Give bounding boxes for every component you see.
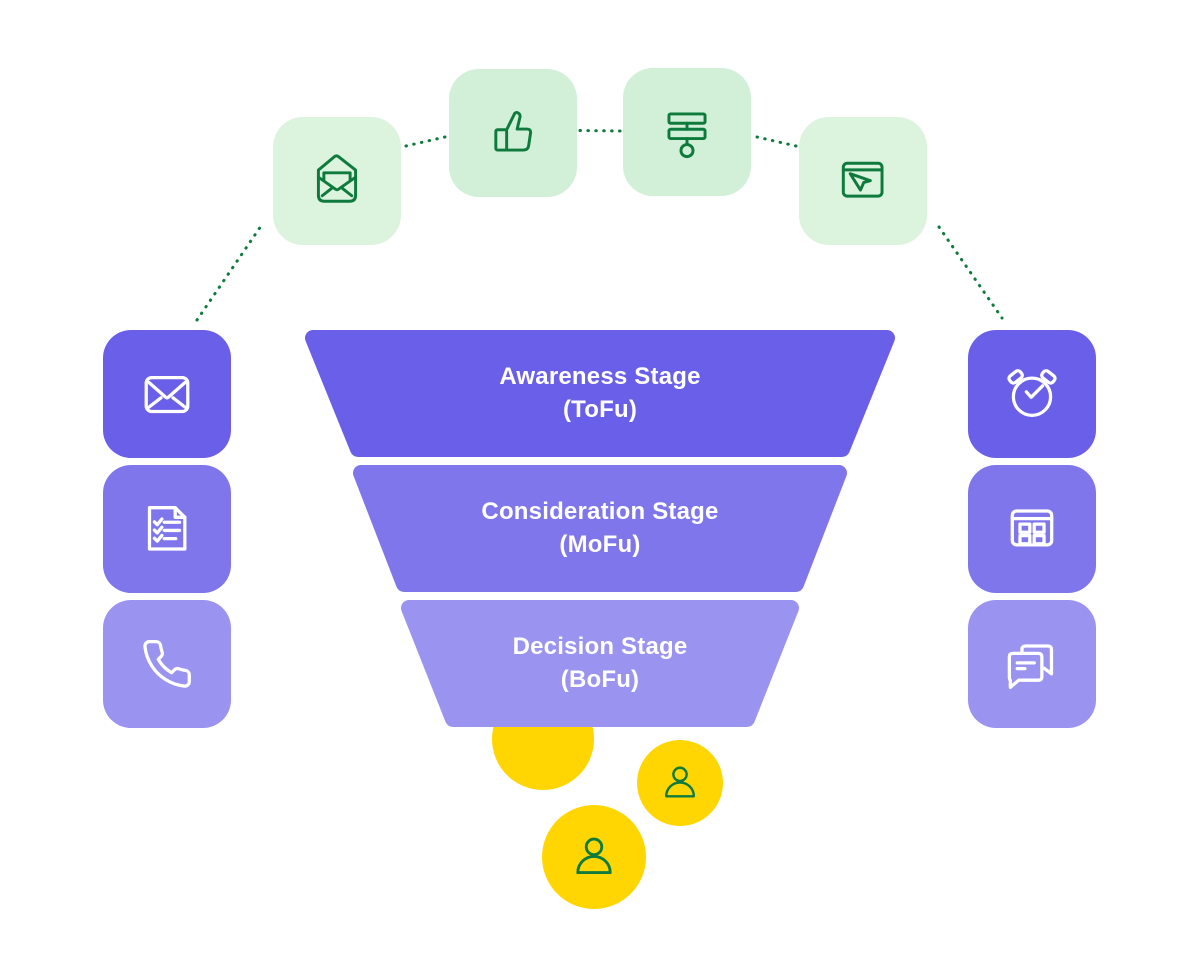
stage-title: Consideration Stage (481, 498, 719, 526)
funnel-stage-awareness (305, 330, 895, 457)
lead-circle-person-large (542, 805, 646, 909)
phone-tile (103, 600, 231, 728)
consideration-stage-label: Consideration Stage (MoFu) (290, 465, 910, 592)
decision-stage-label: Decision Stage (BoFu) (290, 600, 910, 727)
browser-click-tile (799, 117, 927, 245)
workflow-icon (667, 112, 707, 159)
phone-icon (143, 640, 191, 688)
stage-subtitle: (BoFu) (560, 665, 640, 693)
email-envelope-icon (144, 375, 190, 414)
thumbs-up-tile (449, 69, 577, 197)
browser-click-icon (841, 161, 884, 198)
person-icon (664, 766, 696, 798)
checklist-document-tile (103, 465, 231, 593)
stage-title: Decision Stage (512, 633, 688, 661)
calendar-grid-icon (1010, 509, 1054, 547)
funnel: Awareness Stage (ToFu) Consideration Sta… (290, 320, 910, 740)
thumbs-up-icon (494, 111, 533, 152)
stage-subtitle: (ToFu) (562, 395, 638, 423)
funnel-stage-decision (401, 600, 799, 727)
open-email-tile (273, 117, 401, 245)
stage-subtitle: (MoFu) (559, 530, 641, 558)
lead-circle-person-small (637, 740, 723, 826)
alarm-clock-icon (1007, 369, 1057, 417)
email-envelope-tile (103, 330, 231, 458)
stage-title: Awareness Stage (499, 363, 701, 391)
calendar-grid-tile (968, 465, 1096, 593)
alarm-clock-tile (968, 330, 1096, 458)
funnel-stage-consideration (353, 465, 847, 592)
chat-bubbles-tile (968, 600, 1096, 728)
awareness-stage-label: Awareness Stage (ToFu) (290, 330, 910, 457)
chat-bubbles-icon (1007, 644, 1054, 690)
funnel-shape (305, 330, 895, 727)
workflow-tile (623, 68, 751, 196)
open-email-icon (316, 154, 358, 203)
checklist-document-icon (147, 506, 187, 551)
person-icon (576, 837, 612, 875)
